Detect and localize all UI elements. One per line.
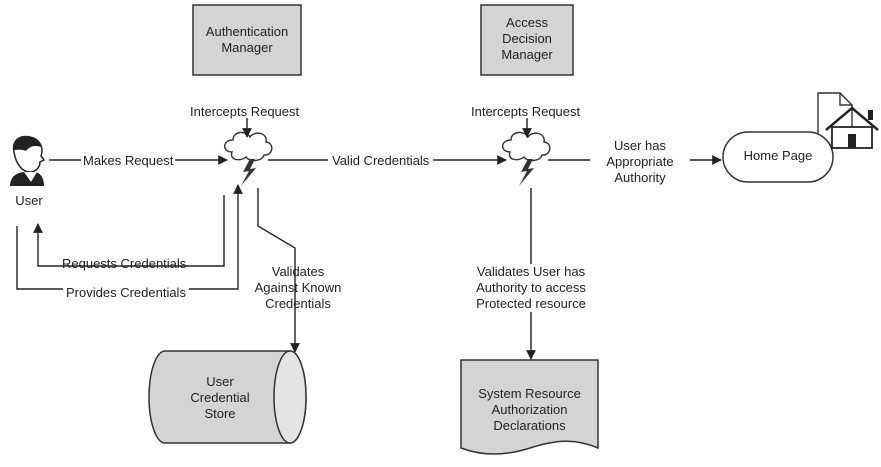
- user-credential-store-label: User Credential Store: [190, 374, 250, 421]
- system-resource-document-shape: [460, 359, 599, 455]
- intercepts-request-label-1: Intercepts Request: [190, 104, 300, 119]
- authentication-manager-label: Authentication Manager: [205, 24, 289, 55]
- access-decision-manager-label: Access Decision Manager: [501, 15, 553, 62]
- requests-credentials-arrow: [33, 195, 225, 267]
- user-has-authority-label: User has Appropriate Authority: [590, 138, 690, 186]
- home-page-box: [722, 131, 834, 183]
- validates-known-label: Validates Against Known Credentials: [254, 264, 342, 311]
- user-credential-store-cylinder: [148, 350, 307, 444]
- validates-authority-label: Validates User has Authority to access P…: [462, 264, 600, 312]
- authentication-manager-box: [192, 4, 302, 76]
- home-page-label: Home Page: [743, 148, 813, 163]
- makes-request-label: Makes Request: [81, 153, 176, 169]
- system-resource-label: System Resource Authorization Declaratio…: [478, 386, 581, 433]
- provides-credentials-label: Provides Credentials: [63, 285, 189, 301]
- access-decision-manager-box: [480, 4, 574, 76]
- user-icon: [10, 135, 46, 186]
- auth-filter-cloud-icon: [223, 131, 273, 186]
- requests-credentials-label: Requests Credentials: [62, 256, 187, 271]
- intercepts-request-label-2: Intercepts Request: [471, 104, 581, 119]
- user-label: User: [15, 193, 43, 208]
- valid-credentials-label: Valid Credentials: [328, 153, 434, 169]
- validates-known-arrow: [257, 188, 300, 353]
- house-icon: [825, 106, 879, 149]
- access-filter-cloud-icon: [501, 131, 551, 186]
